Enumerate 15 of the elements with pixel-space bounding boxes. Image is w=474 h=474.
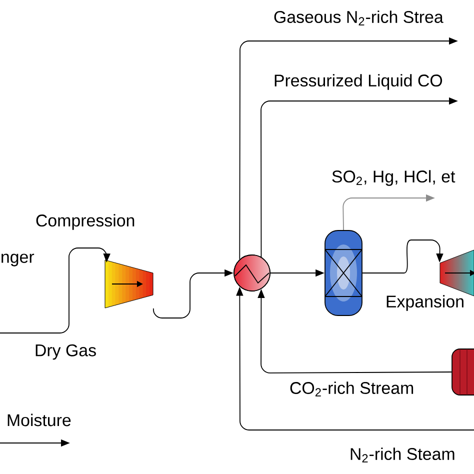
heat-exchanger-symbol	[234, 254, 270, 292]
edge-label: Dry Gas	[33, 343, 98, 361]
edge-label: Gaseous N$_{2}$-rich Strea	[272, 10, 444, 26]
equipment-label: Compression	[36, 214, 134, 230]
arrow	[362, 240, 444, 274]
edge-label: N$_{2}$-rich Steam	[348, 446, 456, 464]
stream-label: nger	[2, 254, 34, 266]
edge-label: SO$_{2}$, Hg, HCl, et	[330, 169, 456, 187]
arrow	[0, 248, 110, 334]
vessel-symbol	[324, 230, 362, 316]
equipment-label: Expansion	[386, 295, 464, 311]
edge-label: CO$_{2}$-rich Stream	[288, 380, 416, 398]
stream-label: Moisture	[8, 414, 71, 426]
vessel-symbol	[452, 348, 474, 396]
edge-label: Pressurized Liquid CO	[272, 73, 444, 91]
